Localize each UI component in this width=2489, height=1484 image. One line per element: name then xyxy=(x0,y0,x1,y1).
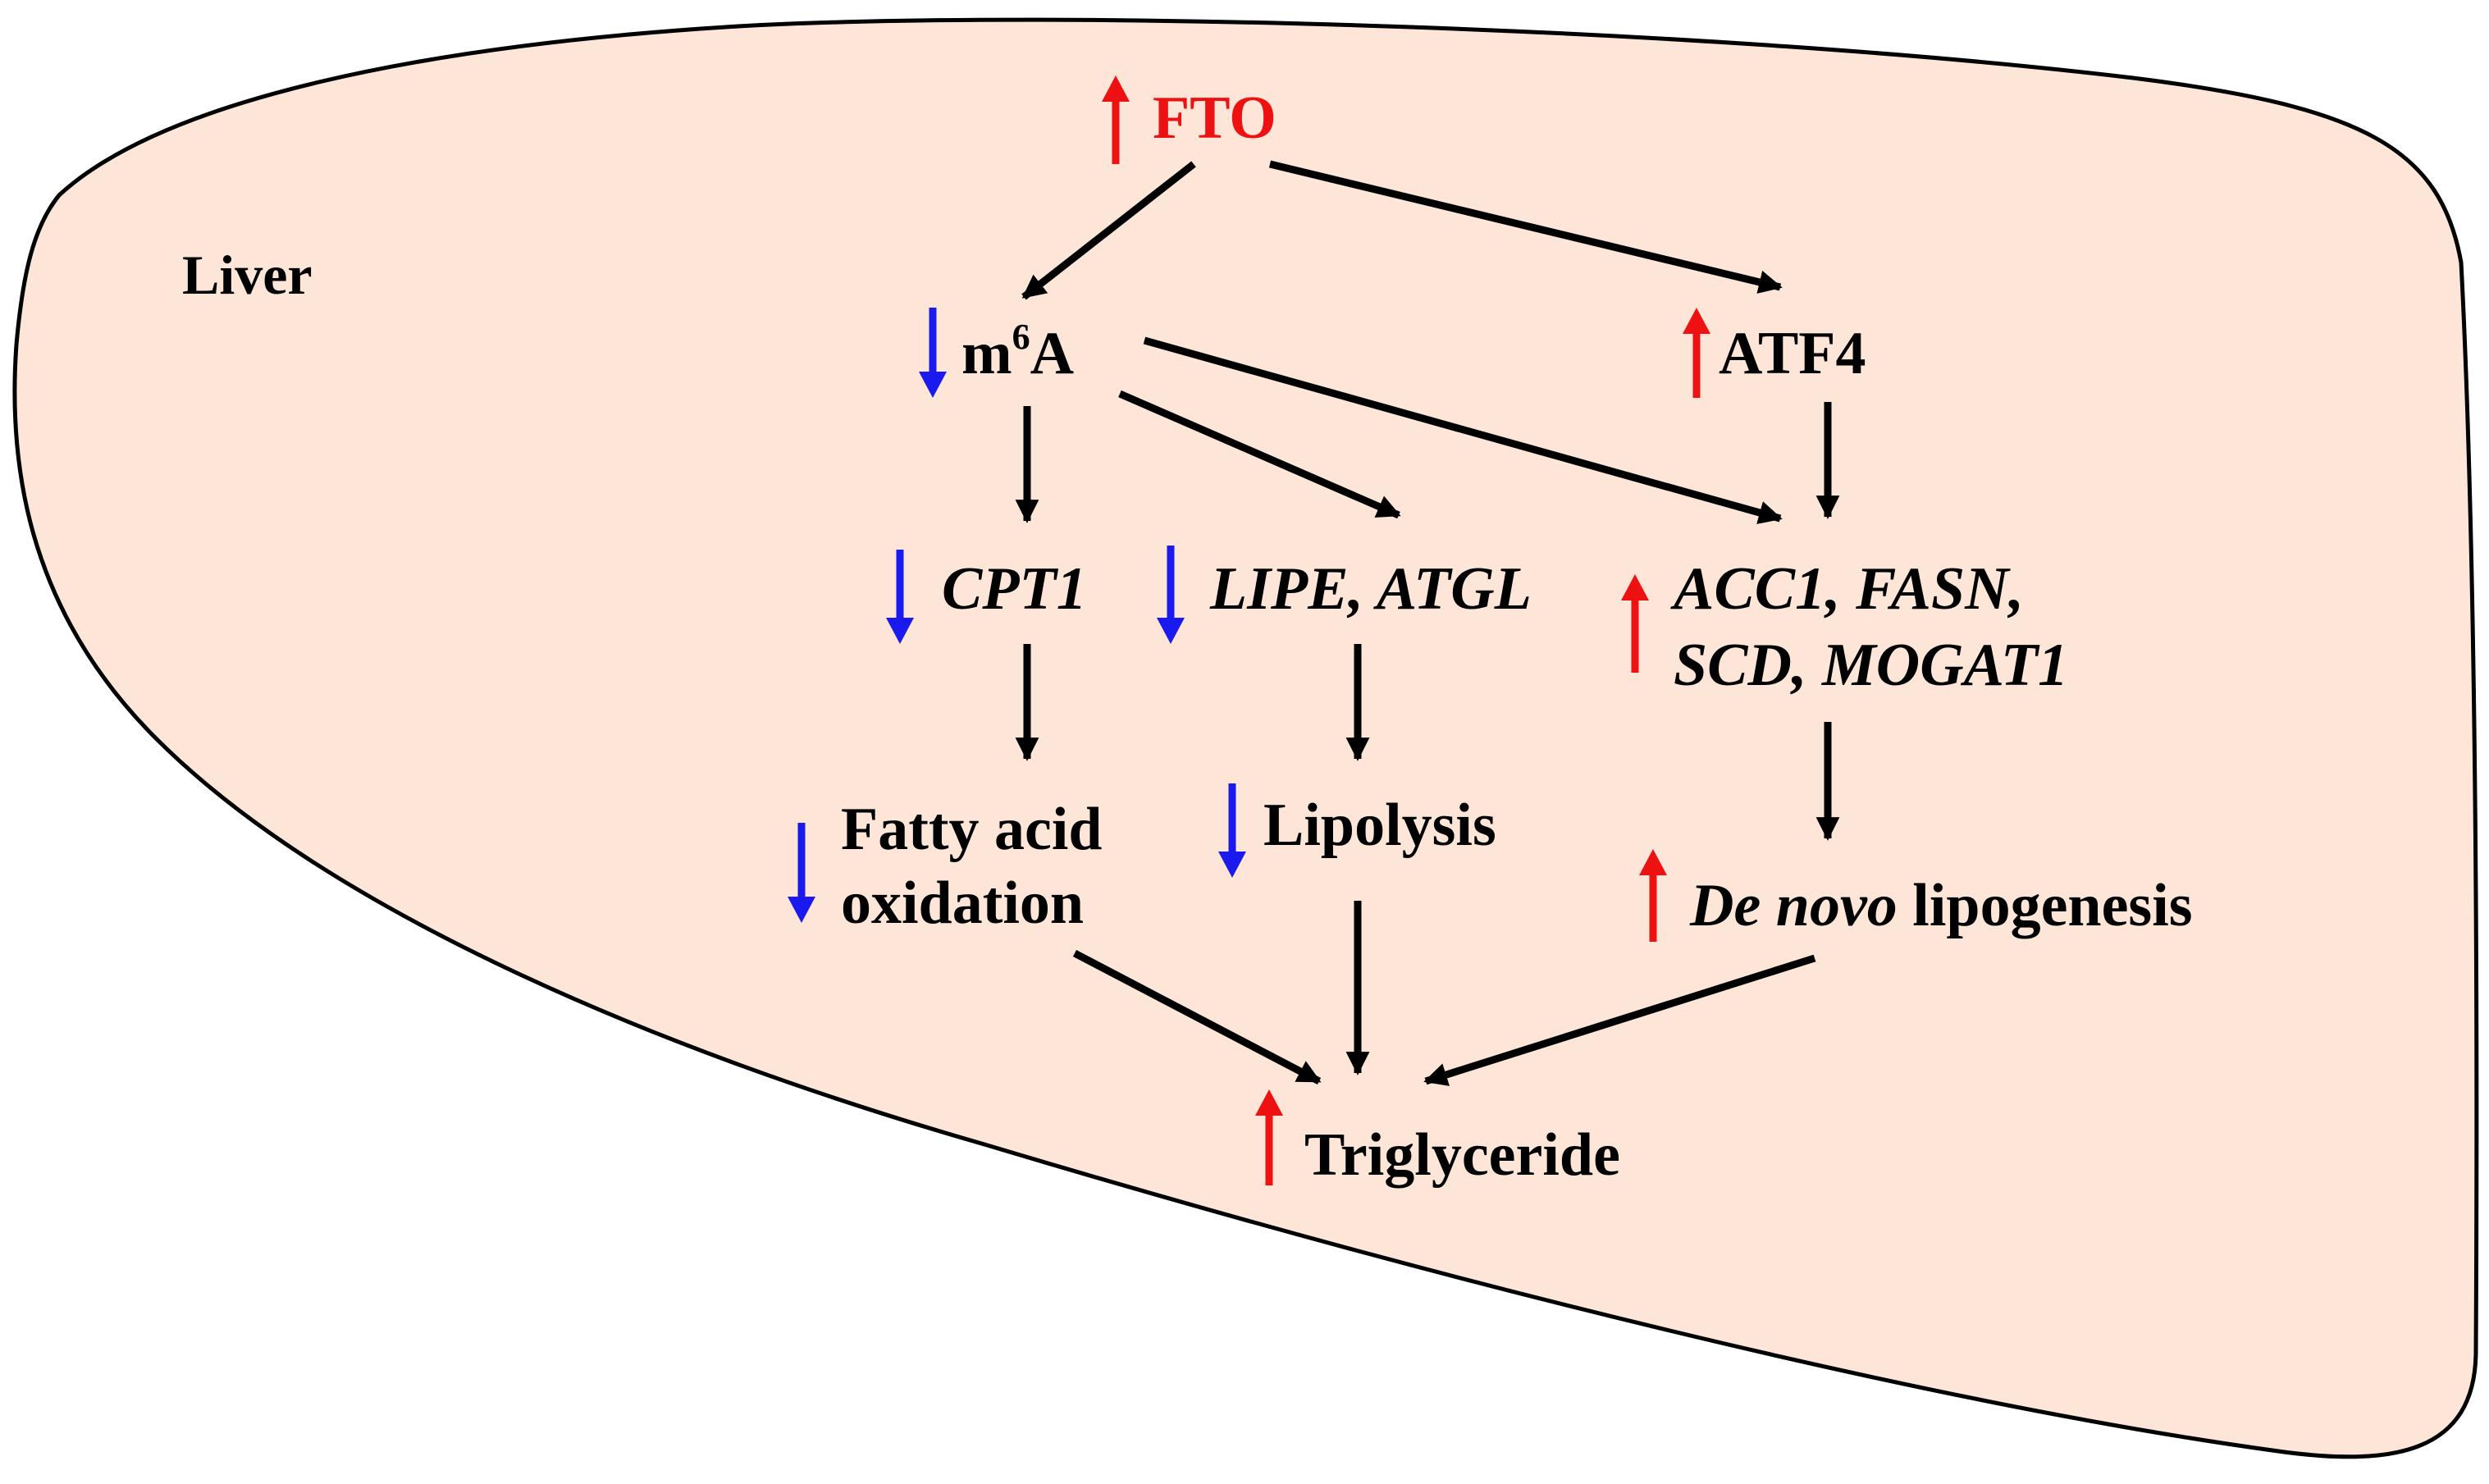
node-fto: FTO xyxy=(1153,84,1276,152)
node-lipe-atgl: LIPE, ATGL xyxy=(1209,555,1532,623)
node-de-novo-lipogenesis: De novo lipogenesis xyxy=(1689,872,2193,939)
indicator-head xyxy=(1621,574,1649,600)
indicator-head xyxy=(1683,308,1710,334)
indicator-head xyxy=(1639,849,1667,875)
lipolysis-decrease-arrow-icon xyxy=(1218,783,1246,878)
cpt1-decrease-arrow-icon xyxy=(886,550,914,644)
arrow-fto-to-atf4 xyxy=(1268,160,1783,294)
m6a-tail: A xyxy=(1030,320,1074,387)
arrow-m6a-to-lipe-atgl xyxy=(1118,390,1401,519)
liver-label: Liver xyxy=(182,244,313,306)
m6a-base: m xyxy=(961,320,1012,387)
node-lipogenic-genes-line1: ACC1, FASN, xyxy=(1670,555,2024,623)
node-lipolysis: Lipolysis xyxy=(1263,792,1496,859)
atf4-increase-arrow-icon xyxy=(1683,308,1710,398)
node-triglyceride: Triglyceride xyxy=(1304,1121,1620,1189)
node-atf4: ATF4 xyxy=(1719,320,1866,387)
arrow-fatty-acid-oxidation-to-triglyceride xyxy=(1072,950,1322,1084)
de-novo-lipogenesis-increase-arrow-icon xyxy=(1639,849,1667,942)
arrow-de-novo-to-triglyceride xyxy=(1423,954,1816,1086)
m6a-superscript: 6 xyxy=(1012,317,1030,357)
de-novo-rest: lipogenesis xyxy=(1898,872,2193,939)
flow-arrows xyxy=(1015,160,1840,1086)
indicator-head xyxy=(1255,1089,1283,1116)
lipogenic-genes-increase-arrow-icon xyxy=(1621,574,1649,673)
fatty-acid-oxidation-decrease-arrow-icon xyxy=(788,823,815,923)
indicator-head xyxy=(1218,852,1246,878)
triglyceride-increase-arrow-icon xyxy=(1255,1089,1283,1185)
liver-outline xyxy=(12,17,2479,1459)
de-novo-italic: De novo xyxy=(1689,872,1898,939)
indicator-head xyxy=(788,897,815,923)
node-fatty-acid-oxidation-line1: Fatty acid xyxy=(841,796,1103,863)
m6a-decrease-arrow-icon xyxy=(919,308,947,398)
node-m6a: m6A xyxy=(961,317,1074,387)
indicator-head xyxy=(886,618,914,644)
change-indicators xyxy=(788,75,1710,1185)
node-fatty-acid-oxidation-line2: oxidation xyxy=(841,870,1084,937)
indicator-head xyxy=(1102,75,1130,102)
arrow-fto-to-m6a xyxy=(1021,161,1196,300)
node-lipogenic-genes-line2: SCD, MOGAT1 xyxy=(1674,632,2068,699)
indicator-head xyxy=(919,372,947,398)
arrow-m6a-to-lipogenic-genes xyxy=(1143,336,1783,524)
indicator-head xyxy=(1157,618,1185,644)
fto-increase-arrow-icon xyxy=(1102,75,1130,164)
node-cpt1: CPT1 xyxy=(942,555,1087,623)
lipe-atgl-decrease-arrow-icon xyxy=(1157,546,1185,644)
